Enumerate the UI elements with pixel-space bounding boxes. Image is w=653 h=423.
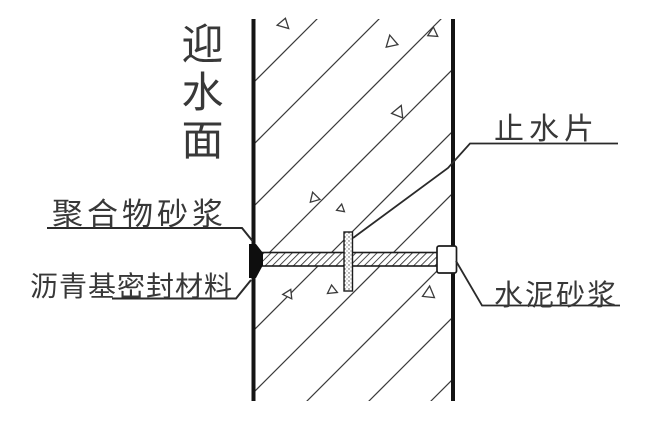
- waterstop-plate: [343, 231, 354, 292]
- label-cement-mortar: 水泥砂浆: [494, 278, 619, 312]
- concrete-hatch-lines: [255, 19, 452, 401]
- label-polymer-mortar: 聚合物砂浆: [52, 197, 227, 233]
- polymer-mortar-leader: [47, 227, 254, 242]
- mortar-plug: [436, 245, 458, 274]
- cement-mortar-leader: [455, 260, 620, 307]
- asphalt-sealant-leader: [112, 279, 252, 300]
- aggregate-triangles: [275, 17, 439, 300]
- label-asphalt-sealant: 沥青基密封材料: [30, 270, 234, 303]
- sealant-plug: [249, 244, 263, 278]
- label-waterstop: 止水片: [494, 112, 599, 147]
- label-water-facing-side: 迎水面: [175, 22, 224, 166]
- waterstop-leader: [352, 142, 618, 239]
